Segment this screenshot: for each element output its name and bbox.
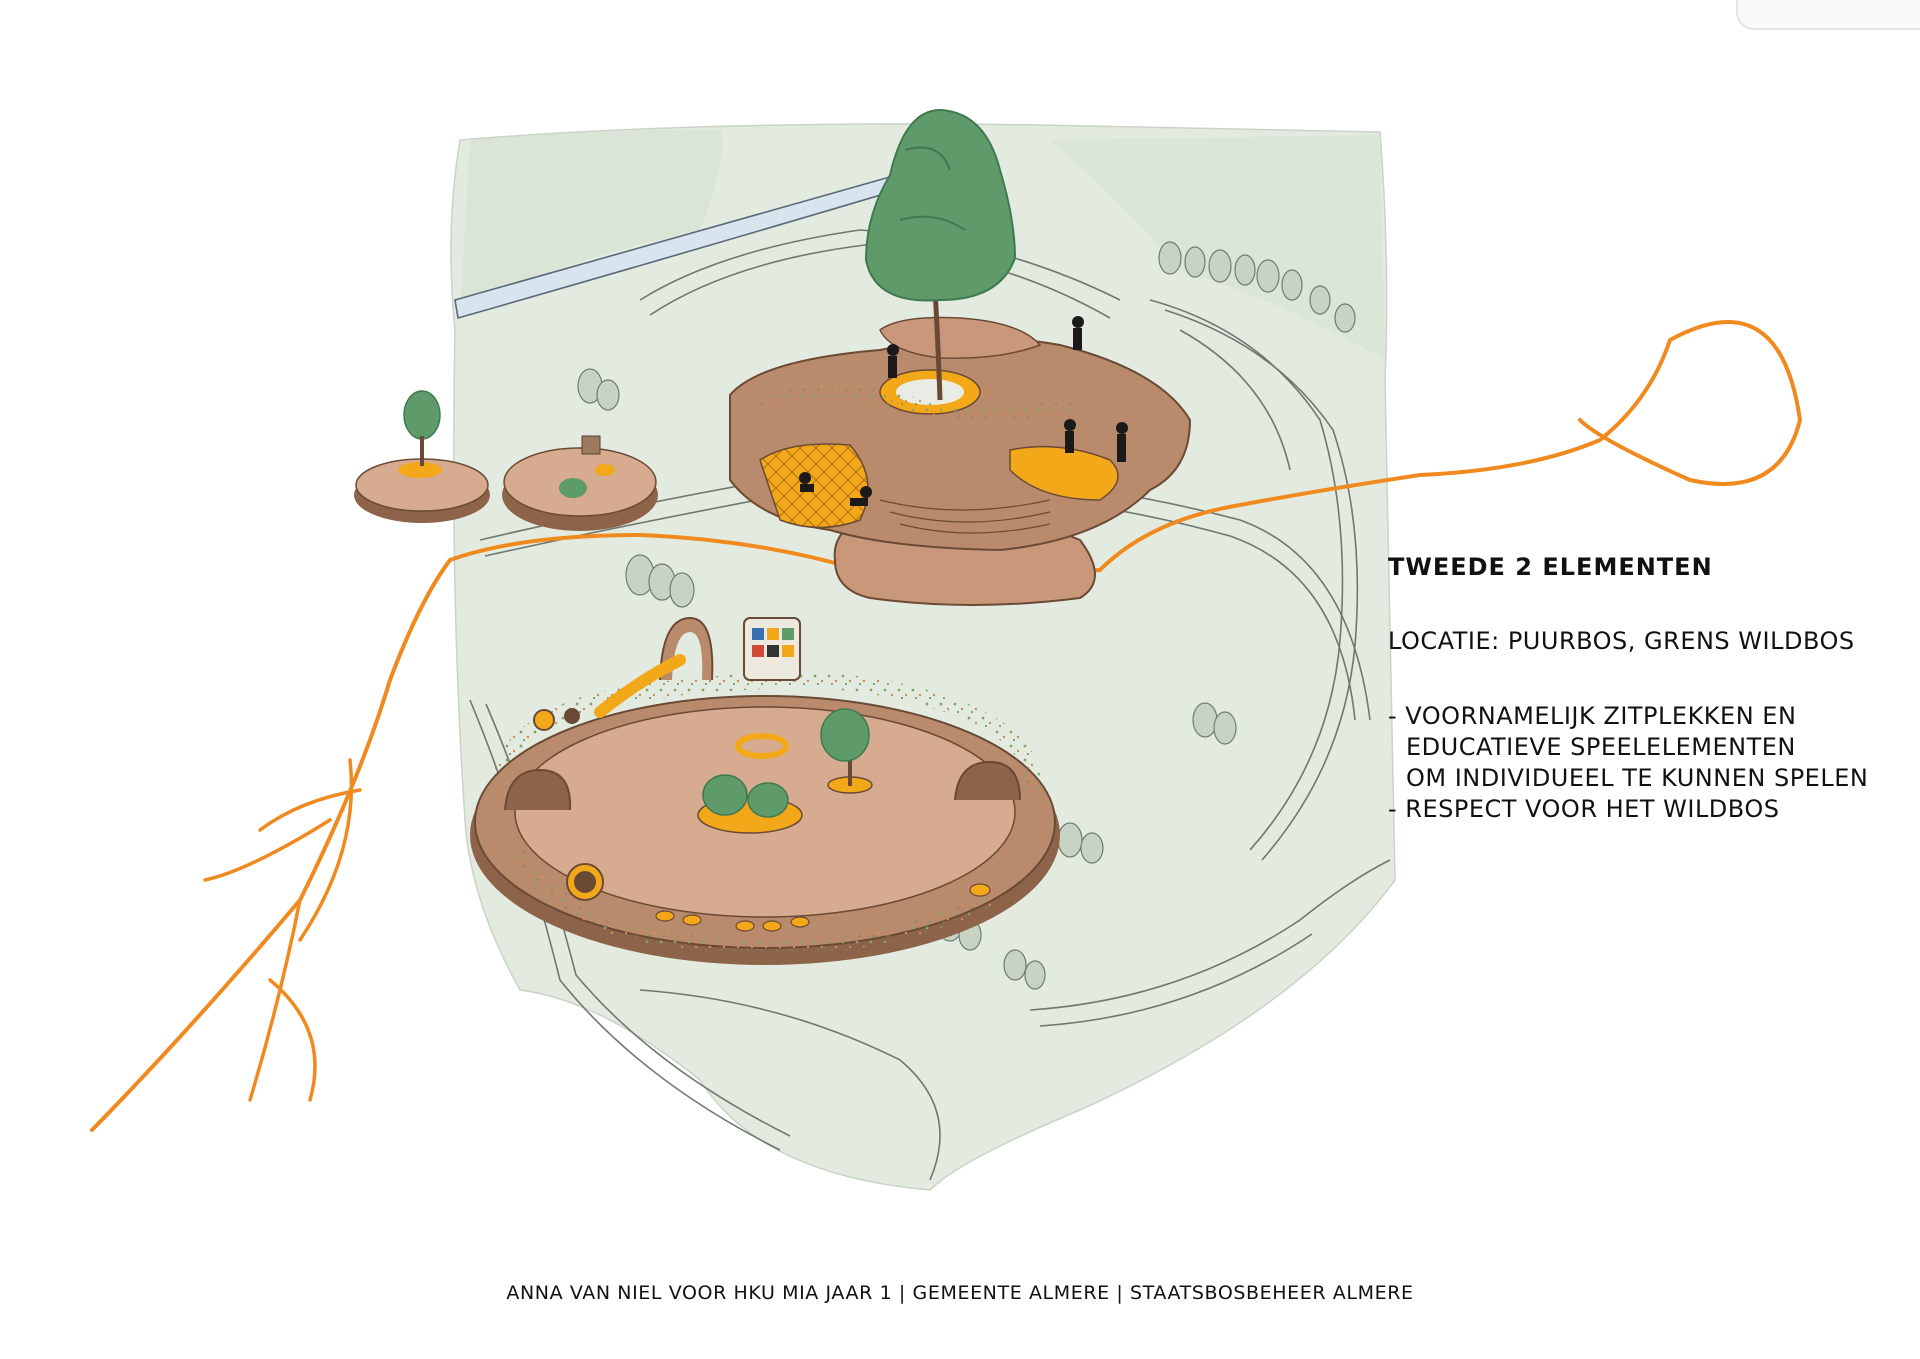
info-bullet-line: - RESPECT VOOR HET WILDBOS (1388, 795, 1780, 823)
window-corner-tab (1736, 0, 1920, 30)
lower-playground (470, 616, 1060, 965)
info-bullet: - VOORNAMELIJK ZITPLEKKEN EN EDUCATIEVE … (1388, 701, 1908, 794)
info-panel: TWEEDE 2 ELEMENTEN LOCATIE: PUURBOS, GRE… (1388, 553, 1908, 825)
info-bullet-line: EDUCATIEVE SPEELELEMENTEN (1406, 733, 1796, 761)
info-bullet-line: - VOORNAMELIJK ZITPLEKKEN EN (1388, 702, 1797, 730)
small-platform-middle (502, 435, 658, 531)
credits-line: ANNA VAN NIEL VOOR HKU MIA JAAR 1 | GEME… (506, 1282, 1414, 1304)
info-bullet-line: OM INDIVIDUEEL TE KUNNEN SPELEN (1406, 764, 1869, 792)
upper-platform (729, 108, 1192, 606)
info-title: TWEEDE 2 ELEMENTEN (1388, 553, 1713, 581)
info-location: LOCATIE: PUURBOS, GRENS WILDBOS (1388, 627, 1855, 655)
walking-route (90, 320, 1802, 1132)
small-platform-left (354, 390, 490, 523)
info-bullet: - RESPECT VOOR HET WILDBOS (1388, 794, 1908, 825)
